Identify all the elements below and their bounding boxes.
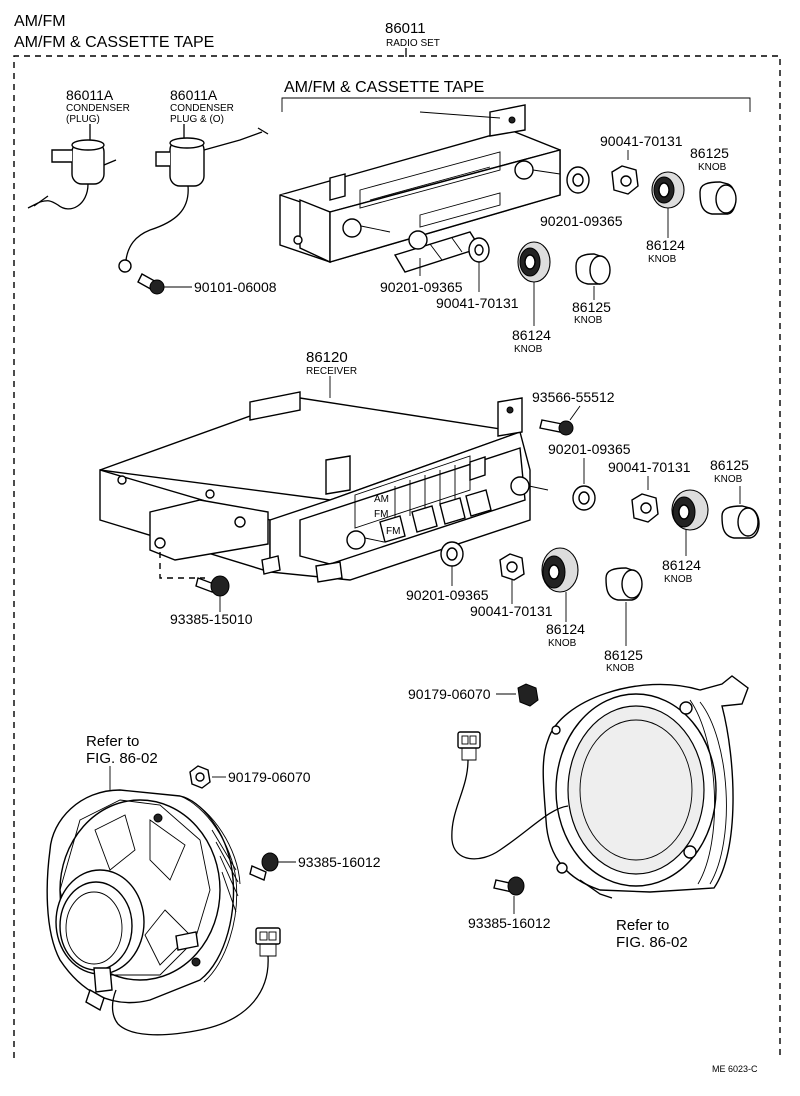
knob-cap-top-left: 86125 KNOB [572,253,611,326]
knob-mid-left-name: KNOB [548,638,577,649]
refer-right-line1: Refer to [616,917,669,934]
nut-90179-cover: 90179-06070 [408,683,539,707]
condenser-plug-part: 86011A CONDENSER (PLUG) [27,87,130,210]
bolt-speaker-left-label: 93385-16012 [298,854,381,870]
nut-top-left-label: 90041-70131 [436,295,519,311]
bolt-93385-15010: 93385-15010 [170,575,253,627]
nut-mid-right-label: 90041-70131 [608,459,691,475]
condenser-o-number: 86011A [170,87,218,103]
knob-cap-top-left-name: KNOB [574,315,603,326]
speaker-cover [542,675,749,899]
nut-top-left: 90041-70131 [436,237,519,311]
bolt-speaker-right-label: 93385-16012 [468,915,551,931]
knob-cap-mid-right-name: KNOB [714,474,743,485]
speaker-connector-left [111,927,281,1036]
refer-left-line2: FIG. 86-02 [86,750,158,767]
knob-mid-left-number: 86124 [546,621,585,637]
knob-mid-right-name: KNOB [664,574,693,585]
nut-top-right-label: 90041-70131 [600,133,683,149]
nut-speaker-label: 90179-06070 [228,769,311,785]
washer-mid-left-label: 90201-09365 [406,587,489,603]
condenser-plug-sub: (PLUG) [66,114,100,125]
washer-top-right: 90201-09365 [540,166,623,229]
washer-mid-right: 90201-09365 [548,441,631,511]
nut-top-right: 90041-70131 [600,133,683,195]
bolt-93385-16012-left: 93385-16012 [249,852,381,881]
washer-top-right-label: 90201-09365 [540,213,623,229]
knob-cap-top-right: 86125 KNOB [690,145,737,215]
knob-top-right-name: KNOB [648,254,677,265]
knob-cap-mid-left: 86125 KNOB [604,567,643,674]
nut-speaker-cover-label: 90179-06070 [408,686,491,702]
dial-fm-label: FM [374,509,388,520]
refer-left-line1: Refer to [86,733,139,750]
condenser-plug-number: 86011A [66,87,114,103]
condenser-plug-name: CONDENSER [66,103,130,114]
knob-cap-mid-left-name: KNOB [606,663,635,674]
nut-mid-left: 90041-70131 [470,553,553,619]
receiver-number: 86120 [306,349,348,366]
knob-cap-top-left-number: 86125 [572,299,611,315]
receiver-name: RECEIVER [306,366,357,377]
knob-mid-right-number: 86124 [662,557,701,573]
header-line1: AM/FM [14,13,66,30]
dial-am-label: AM [374,494,389,505]
section-title: AM/FM & CASSETTE TAPE [284,79,484,96]
washer-top-left-label: 90201-09365 [380,279,463,295]
nut-mid-right: 90041-70131 [608,459,691,523]
nut-90179-speaker: 90179-06070 [189,765,311,789]
knob-cap-mid-right-number: 86125 [710,457,749,473]
knob-mid-left: 86124 KNOB [541,547,585,649]
knob-top-left: 86124 KNOB [512,241,551,355]
knob-top-left-number: 86124 [512,327,551,343]
washer-mid-right-label: 90201-09365 [548,441,631,457]
knob-mid-right: 86124 KNOB [662,489,709,585]
knob-cap-top-right-number: 86125 [690,145,729,161]
footer-code: ME 6023-C [712,1064,758,1074]
set-number: 86011 [385,20,426,37]
condenser-o-name: CONDENSER [170,103,234,114]
screw-receiver-label: 93566-55512 [532,389,615,405]
speaker [46,789,241,1012]
bolt-93385-16012-right: 93385-16012 [468,876,551,931]
knob-top-left-name: KNOB [514,344,543,355]
cassette-radio-unit [279,104,561,273]
nut-mid-left-label: 90041-70131 [470,603,553,619]
screw-top-label: 90101-06008 [194,279,277,295]
header-line2: AM/FM & CASSETTE TAPE [14,34,214,51]
set-name: RADIO SET [386,38,440,49]
receiver-unit: AM FM FM [99,391,549,583]
button-fm-label: FM [386,526,400,537]
knob-cap-mid-left-number: 86125 [604,647,643,663]
bolt-bracket-label: 93385-15010 [170,611,253,627]
knob-cap-top-right-name: KNOB [698,162,727,173]
condenser-o-sub: PLUG & (O) [170,114,224,125]
knob-top-right-number: 86124 [646,237,685,253]
speaker-connector-right [451,731,569,860]
condenser-o-part: 86011A CONDENSER PLUG & (O) [118,87,269,273]
washer-mid-left: 90201-09365 [406,541,489,603]
knob-top-right: 86124 KNOB [646,171,685,265]
assembly-frame [13,55,781,1058]
refer-right-line2: FIG. 86-02 [616,934,688,951]
screw-93566-55512: 93566-55512 [532,389,615,436]
screw-90101-06008: 90101-06008 [137,273,277,295]
washer-top-left: 90201-09365 [380,258,463,295]
knob-cap-mid-right: 86125 KNOB [710,457,760,539]
